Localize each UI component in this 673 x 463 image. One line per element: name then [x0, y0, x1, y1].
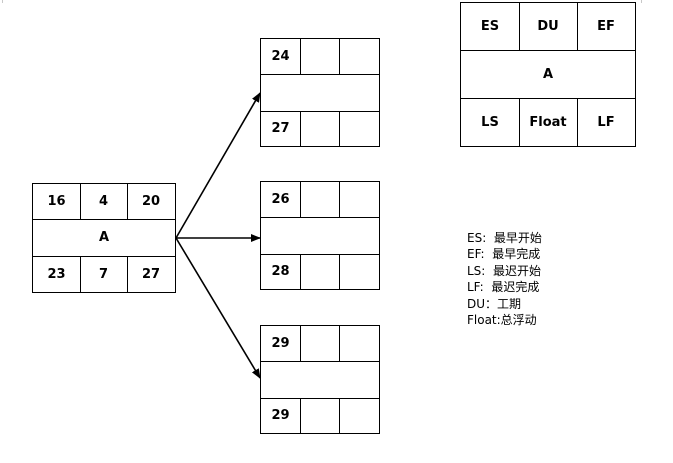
early-start-value: 16	[47, 194, 66, 209]
successor-node-1: 24 27	[260, 38, 380, 147]
legend-item-es: ES: 最早开始	[467, 231, 542, 245]
legend-item-lf: LF: 最迟完成	[467, 280, 540, 295]
successor-node-3: 29 29	[260, 325, 380, 434]
key-early-finish: EF	[597, 19, 615, 34]
early-finish-value: 20	[141, 194, 161, 209]
arrow-to-successor-3	[175, 237, 261, 379]
key-activity-name: A	[542, 66, 554, 82]
early-start-value: 24	[271, 49, 290, 64]
key-duration: DU	[537, 19, 559, 34]
late-start-value: 28	[271, 264, 290, 279]
top-edge-mark	[2, 0, 3, 3]
late-finish-value: 27	[141, 266, 161, 282]
late-start-value: 23	[47, 266, 66, 282]
key-node: ES DU EF A LS Float LF	[460, 2, 636, 147]
early-start-value: 29	[271, 336, 290, 351]
legend-item-float: Float:总浮动	[467, 313, 537, 328]
key-late-finish: LF	[597, 114, 615, 130]
duration-value: 4	[98, 194, 109, 209]
activity-name: A	[98, 230, 110, 245]
early-start-value: 26	[271, 192, 290, 207]
activity-node-source: 16 4 20 A 23 7 27	[32, 183, 176, 293]
key-late-start: LS	[481, 114, 499, 130]
key-early-start: ES	[480, 19, 500, 34]
top-edge-mark	[641, 0, 642, 3]
key-total-float: Float	[529, 114, 567, 130]
legend-item-ef: EF: 最早完成	[467, 247, 541, 262]
late-start-value: 29	[271, 408, 290, 423]
total-float-value: 7	[98, 266, 109, 282]
late-start-value: 27	[271, 121, 290, 136]
legend-item-ls: LS: 最迟开始	[467, 263, 541, 278]
legend: ES: 最早开始 EF: 最早完成 LS: 最迟开始 LF: 最迟完成 DU：工…	[467, 230, 542, 328]
arrow-to-successor-1	[175, 92, 261, 239]
legend-item-du: DU：工期	[467, 296, 522, 311]
successor-node-2: 26 28	[260, 181, 380, 290]
